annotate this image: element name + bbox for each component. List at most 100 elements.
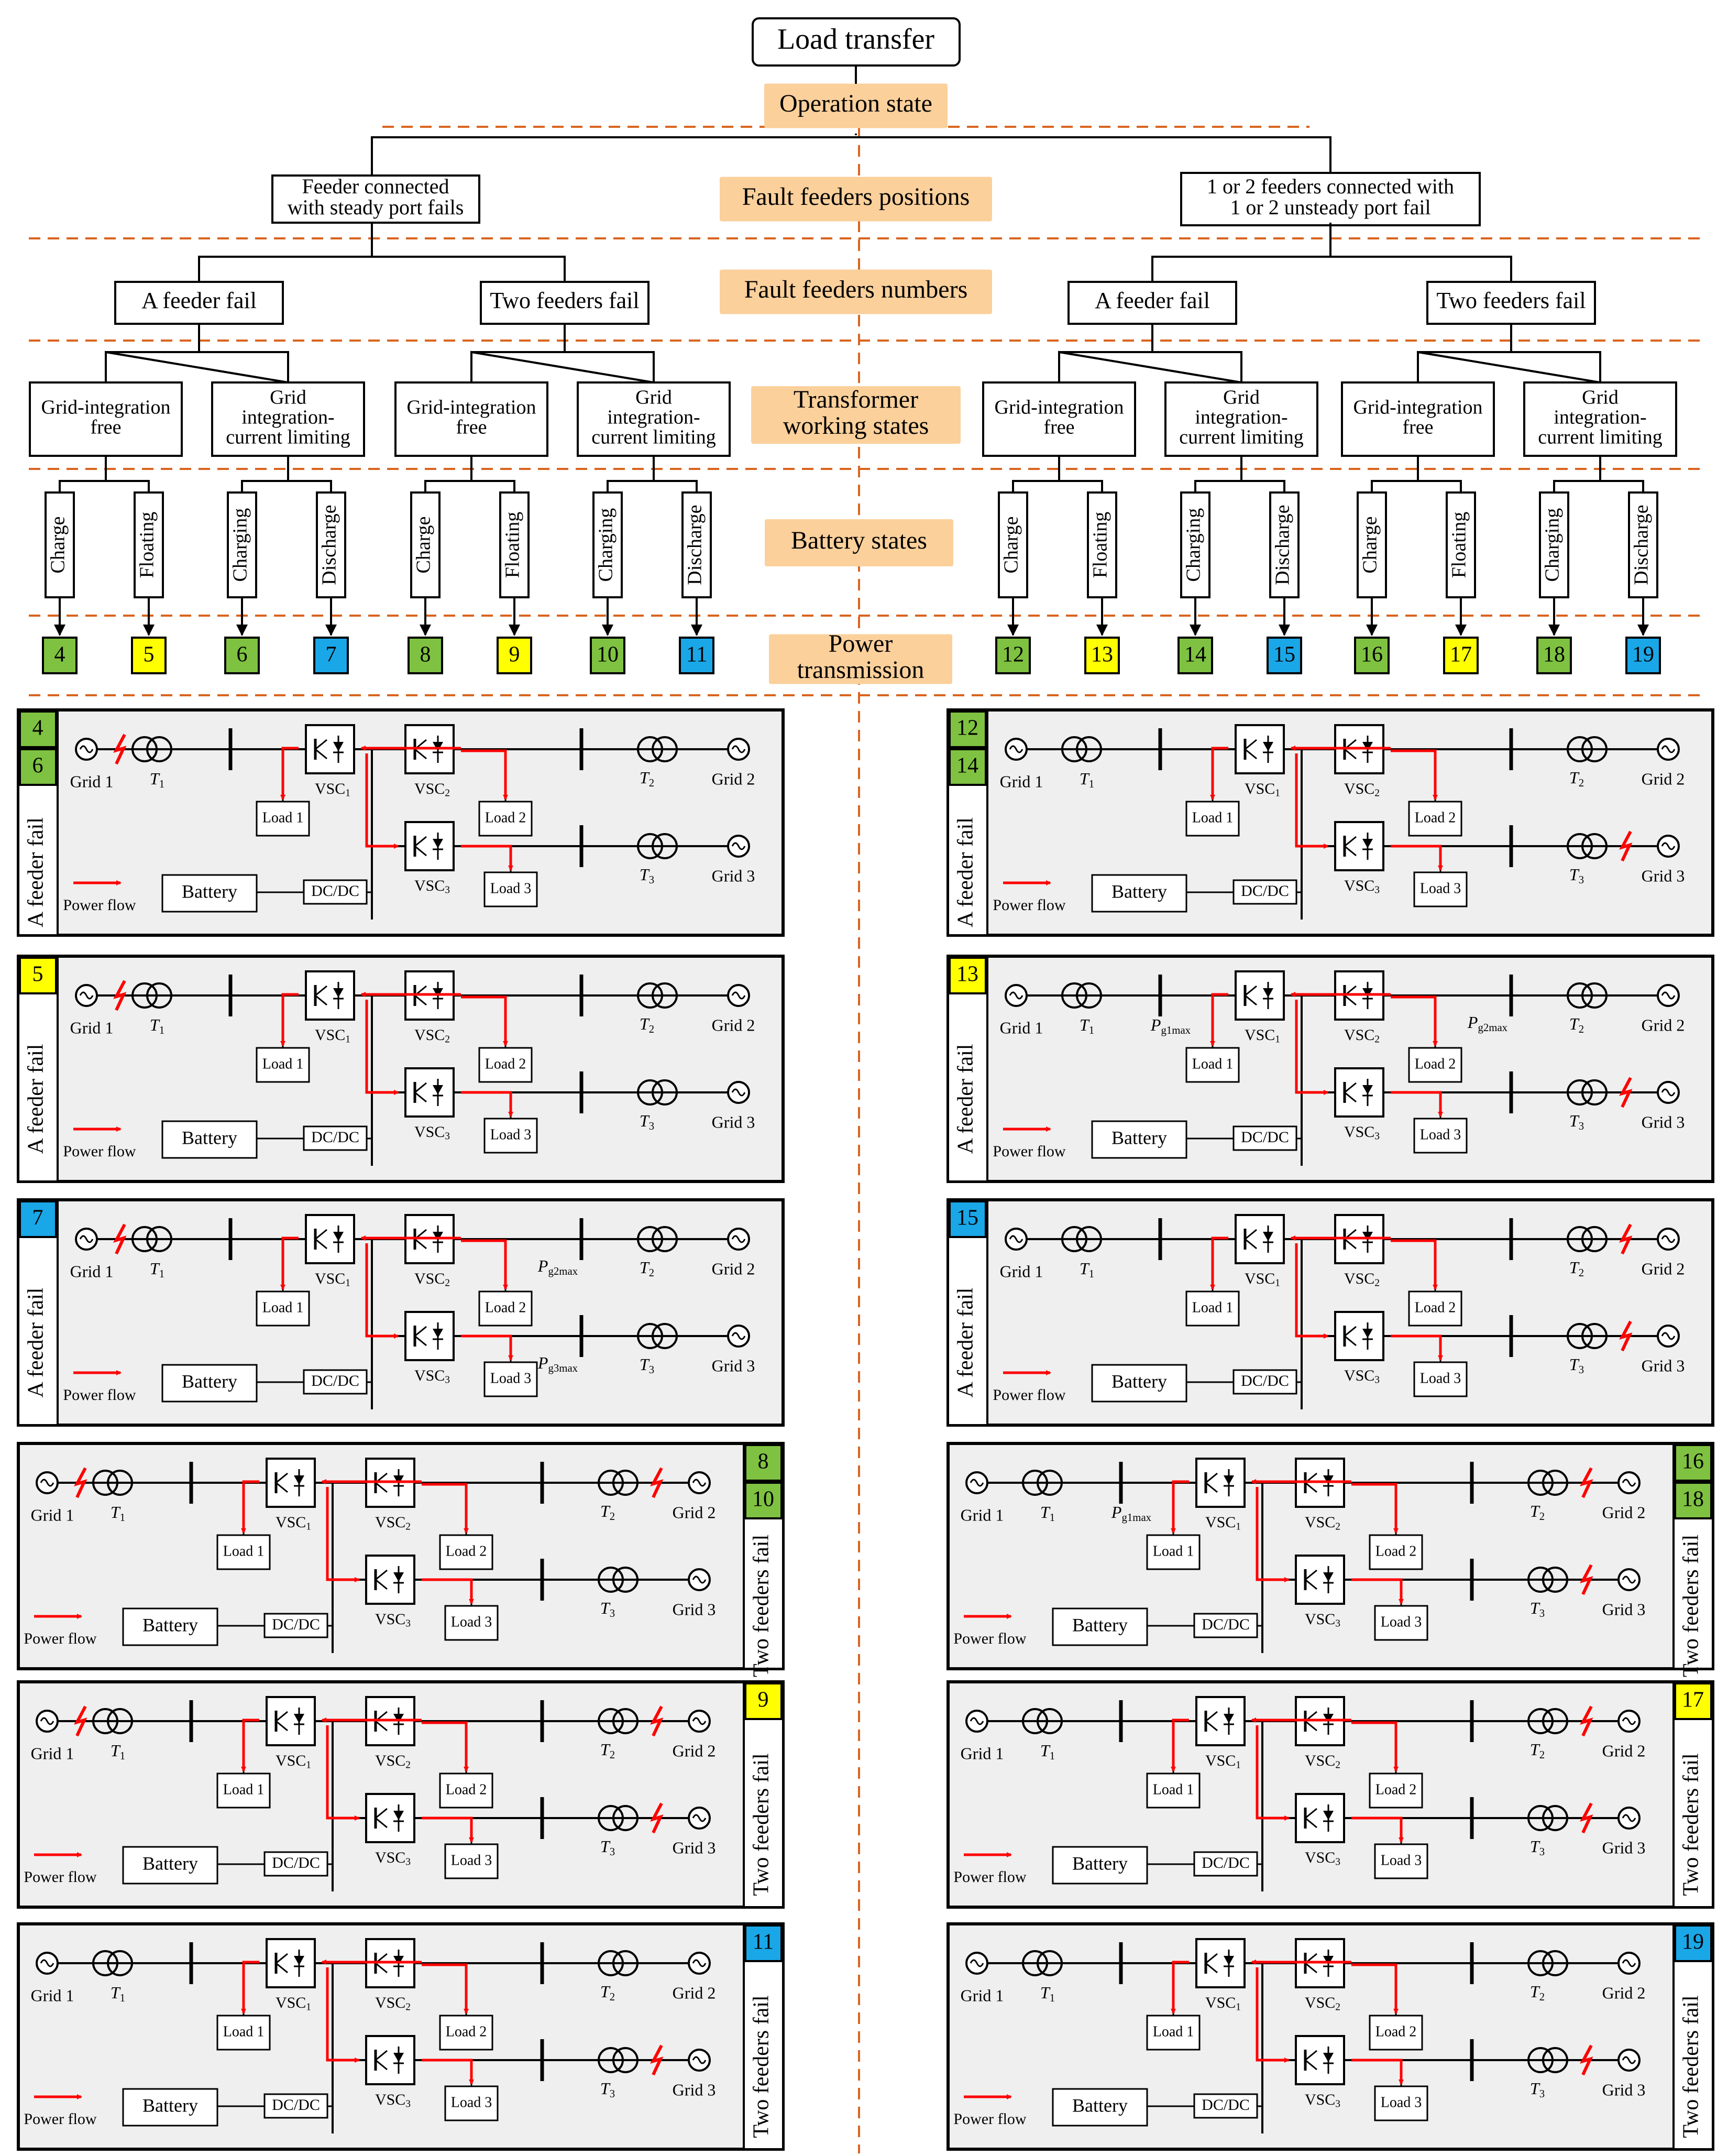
- transformer-icon: [107, 1950, 133, 1976]
- sine-icon: [79, 991, 94, 1000]
- grid-label: Grid 3: [1602, 1600, 1646, 1618]
- load-label: Load 3: [1420, 880, 1461, 896]
- load-box: [444, 1843, 499, 1879]
- tree-branch: [1194, 480, 1285, 493]
- load-label: Load 3: [1381, 1852, 1422, 1868]
- transformer-icon: [146, 736, 172, 762]
- vsc2-label: VSC2: [414, 780, 450, 799]
- leaf-badge: [1536, 637, 1572, 674]
- power-flow-arrow: [1256, 1967, 1290, 2063]
- igbt-icon: [375, 1569, 388, 1581]
- load-box: [1413, 1361, 1468, 1397]
- case-badge-number: 7: [32, 1206, 43, 1230]
- power-flow-legend: Power flow: [953, 1630, 1026, 1647]
- igbt-icon: [1245, 985, 1257, 997]
- transformer-icon: [92, 1708, 118, 1734]
- leaf-number: 17: [1450, 643, 1472, 667]
- case-badge-number: 5: [32, 962, 43, 987]
- case-badge-number: 16: [1682, 1450, 1704, 1474]
- power-flow-arrow: [461, 1091, 513, 1117]
- pmax-label: Pg2max: [1467, 1013, 1508, 1033]
- case-badge-number: 12: [956, 716, 978, 740]
- grid-label: Grid 3: [712, 866, 755, 885]
- transformer-label: free: [456, 417, 487, 439]
- battery-state-box: [410, 491, 441, 598]
- load-box: [1146, 1534, 1201, 1570]
- transformer-label: Grid-integration: [1353, 397, 1483, 419]
- load-box: [1413, 1118, 1468, 1154]
- transformer-icon: [1527, 1470, 1554, 1496]
- t2-label: T2: [1530, 1982, 1545, 2002]
- power-flow-arrow: [365, 1000, 399, 1095]
- power-flow-arrow: [422, 1483, 469, 1534]
- case-badge: [19, 748, 57, 786]
- grid-label: Grid 3: [673, 1838, 716, 1857]
- power-flow-arrow: [1210, 747, 1228, 800]
- igbt-icon: [1245, 1229, 1257, 1240]
- sine-icon: [692, 1959, 707, 1967]
- transformer-icon: [1542, 1950, 1568, 1976]
- leaf-badge: [42, 637, 78, 674]
- side-label: Two feeders fail: [1679, 1535, 1703, 1677]
- igbt-icon: [1305, 1569, 1317, 1581]
- sine-icon: [692, 1717, 707, 1725]
- transformer-icon: [637, 1323, 663, 1349]
- side-label: A feeder fail: [954, 1288, 978, 1398]
- igbt-icon: [1245, 1238, 1257, 1250]
- side-label: A feeder fail: [954, 1044, 978, 1154]
- transformer-icon: [612, 1805, 639, 1831]
- vsc-converter-box: [365, 2035, 415, 2085]
- power-flow-arrow: [241, 1480, 259, 1534]
- battery-state-box: [1357, 491, 1387, 598]
- igbt-icon: [375, 1962, 388, 1974]
- igbt-icon: [1245, 739, 1257, 750]
- power-flow-legend: Power flow: [953, 2110, 1026, 2128]
- load-box: [216, 1772, 271, 1809]
- transformer-label: current limiting: [226, 426, 350, 448]
- grid-label: Grid 1: [31, 1744, 74, 1763]
- load-box: [478, 1290, 533, 1327]
- sine-icon: [970, 1959, 984, 1967]
- dcdc-label: DC/DC: [1241, 1129, 1289, 1146]
- battery-box: [1052, 2088, 1148, 2127]
- vsc-converter-box: [365, 1793, 415, 1843]
- igbt-icon: [1205, 1720, 1218, 1732]
- vsc2-label: VSC2: [1344, 1270, 1380, 1289]
- transformer-icon: [612, 1567, 639, 1593]
- sine-icon: [970, 1479, 984, 1487]
- t1-label: T1: [150, 769, 164, 790]
- fault-bolt-icon: [1619, 1077, 1633, 1108]
- igbt-icon: [1205, 1482, 1218, 1493]
- fault-bolt-icon: [1619, 1320, 1633, 1352]
- sine-icon: [1661, 1332, 1676, 1340]
- igbt-icon: [315, 739, 327, 750]
- dcdc-box: [263, 2093, 328, 2119]
- battery-state-box: [1180, 491, 1210, 598]
- t2-label: T2: [1569, 1014, 1584, 1035]
- load-box: [1408, 1047, 1462, 1083]
- case-badge: [949, 1200, 987, 1238]
- t2-label: T2: [640, 768, 654, 789]
- sine-icon: [970, 1717, 984, 1725]
- power-flow-arrow: [1256, 1725, 1290, 1821]
- leaf-badge: [1354, 637, 1390, 674]
- sine-icon: [1622, 1479, 1636, 1487]
- transformer-icon: [1581, 1226, 1608, 1252]
- battery-states-banner: Battery states: [791, 527, 927, 554]
- vsc-converter-box: [404, 821, 455, 871]
- vsc-converter-box: [266, 1938, 316, 1988]
- igbt-icon: [1305, 1962, 1317, 1974]
- power-flow-arrow: [1391, 995, 1438, 1046]
- vsc2-label: VSC2: [1305, 1994, 1340, 2013]
- grid-label: Grid 2: [712, 1015, 755, 1034]
- battery-state-label: Charge: [47, 516, 69, 573]
- power-transmission-banner-bg: [769, 634, 952, 684]
- transformer-box: [394, 381, 548, 457]
- sine-icon: [79, 1235, 94, 1243]
- grid-label: Grid 3: [1642, 1112, 1685, 1131]
- case-badge-number: 14: [956, 754, 978, 778]
- power-flow-arrow: [1210, 1236, 1228, 1290]
- load-label: Load 1: [262, 1299, 304, 1316]
- load-box: [1369, 1772, 1423, 1809]
